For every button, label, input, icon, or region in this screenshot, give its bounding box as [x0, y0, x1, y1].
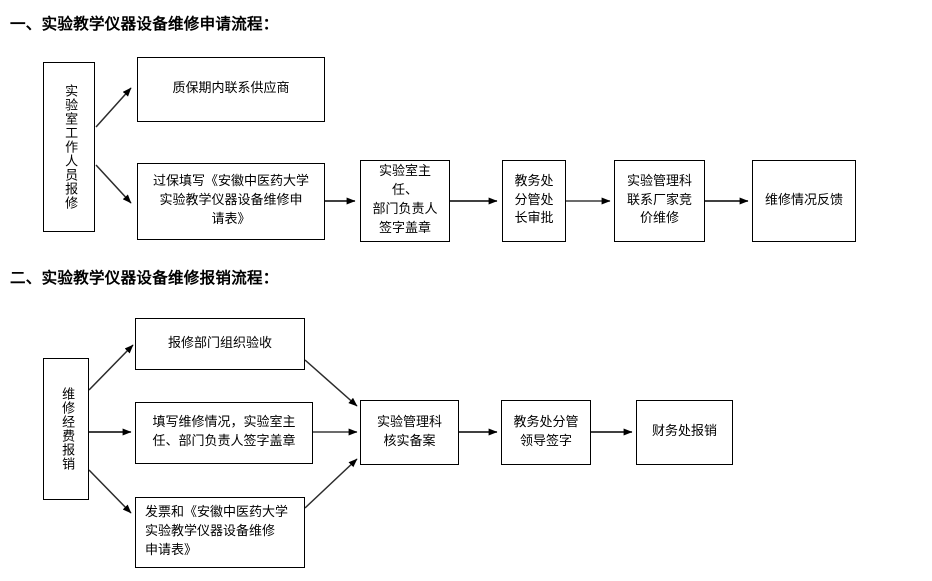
node-finance-reimbursement[interactable]: 财务处报销 — [636, 400, 733, 465]
node-label: 质保期内联系供应商 — [172, 81, 290, 97]
node-label: 教务处 分管处 长审批 — [514, 173, 554, 227]
node-label: 财务处报销 — [651, 424, 717, 440]
node-label: 填写维修情况，实验室主 任、部门负责人签字盖章 — [152, 415, 296, 449]
node-lab-management-bidding-repair[interactable]: 实验管理科 联系厂家竞 价维修 — [614, 160, 705, 242]
node-repair-status-feedback[interactable]: 维修情况反馈 — [752, 160, 856, 242]
node-label: 报修部门组织验收 — [167, 335, 272, 351]
node-label: 实验管理科 核实备案 — [376, 414, 442, 449]
edge-s1-n1-to-s1-n2 — [95, 87, 132, 128]
section-2-heading: 二、实验教学仪器设备维修报销流程： — [10, 268, 279, 287]
section-1-heading: 一、实验教学仪器设备维修申请流程： — [10, 14, 279, 33]
node-label: 实验室工作人员报修 — [62, 84, 78, 210]
node-label: 过保填写《安徽中医药大学 实验教学仪器设备维修申 请表》 — [152, 174, 309, 227]
edge-s2-n4-to-s2-n5 — [304, 458, 358, 509]
node-academic-affairs-leader-signature[interactable]: 教务处分管 领导签字 — [501, 400, 591, 465]
edge-s2-n1-to-s2-n2 — [88, 344, 134, 391]
node-label: 实验室主任、 部门负责人 签字盖章 — [372, 164, 438, 236]
node-lab-management-verify-record[interactable]: 实验管理科 核实备案 — [360, 400, 459, 465]
node-label: 维修情况反馈 — [764, 192, 843, 208]
edge-s1-n1-to-s1-n3 — [95, 164, 132, 204]
node-director-signature-seal[interactable]: 实验室主任、 部门负责人 签字盖章 — [360, 160, 450, 242]
edge-s2-n1-to-s2-n4 — [88, 469, 132, 514]
node-label: 教务处分管 领导签字 — [513, 414, 579, 449]
node-department-acceptance-check[interactable]: 报修部门组织验收 — [135, 318, 305, 370]
node-record-repair-signature-seal[interactable]: 填写维修情况，实验室主 任、部门负责人签字盖章 — [135, 402, 313, 464]
node-label: 实验管理科 联系厂家竞 价维修 — [626, 173, 692, 227]
node-academic-affairs-approval[interactable]: 教务处 分管处 长审批 — [502, 160, 566, 242]
edge-s2-n2-to-s2-n5 — [304, 359, 358, 407]
node-repair-fund-reimbursement[interactable]: 维修经费报销 — [43, 358, 89, 500]
node-fill-repair-application-form[interactable]: 过保填写《安徽中医药大学 实验教学仪器设备维修申 请表》 — [137, 163, 325, 240]
node-contact-supplier-in-warranty[interactable]: 质保期内联系供应商 — [137, 57, 325, 122]
node-lab-staff-report[interactable]: 实验室工作人员报修 — [43, 62, 95, 232]
node-invoice-and-application-form[interactable]: 发票和《安徽中医药大学 实验教学仪器设备维修 申请表》 — [135, 497, 305, 568]
node-label: 维修经费报销 — [59, 387, 75, 471]
node-label: 发票和《安徽中医药大学 实验教学仪器设备维修 申请表》 — [145, 505, 289, 558]
